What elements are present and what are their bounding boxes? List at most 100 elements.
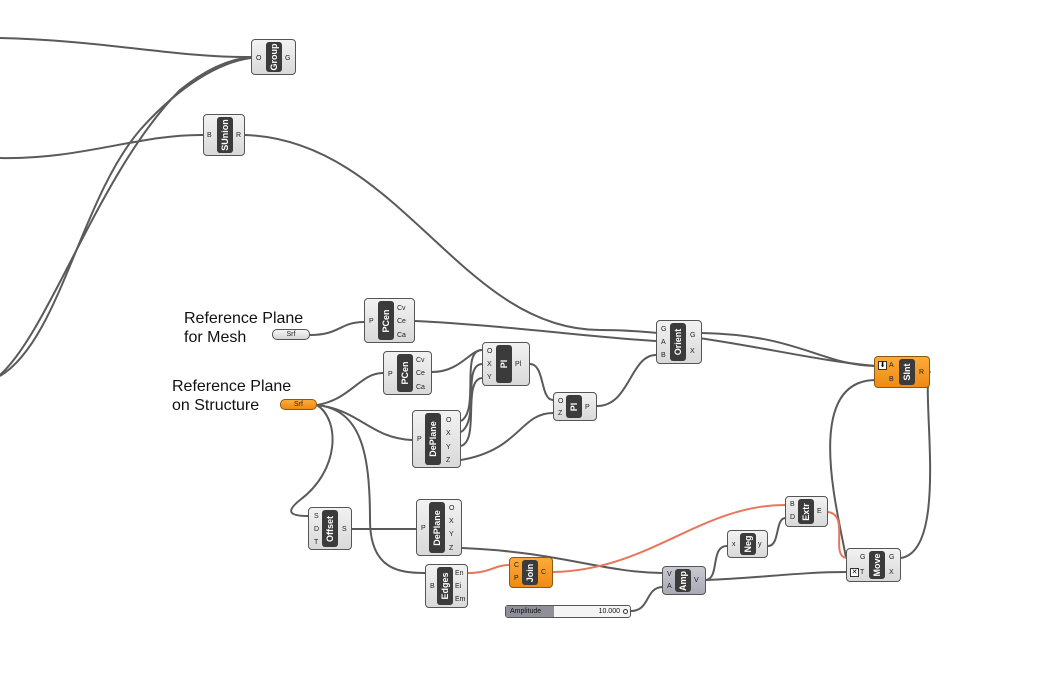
port-label: P (417, 436, 422, 443)
wire (244, 134, 877, 367)
amplitude-slider[interactable]: Amplitude 10.000 (505, 605, 631, 618)
join-component[interactable]: C P Join C (509, 557, 553, 588)
port-label: Y (446, 444, 451, 451)
pl-component-2[interactable]: O Z Pl P (553, 392, 597, 421)
label-reference-plane-mesh: Reference Plane (184, 310, 304, 327)
sint-component[interactable]: ⬇ A B SInt R (874, 356, 930, 388)
wire (316, 372, 384, 406)
component-name: DePlane (432, 509, 442, 546)
port-label: P (388, 371, 393, 378)
wire-selected (467, 564, 510, 574)
port-label: S (342, 526, 347, 533)
port-label: T (314, 539, 319, 546)
port-label: X (487, 361, 492, 368)
settings-icon[interactable]: ⬇ (878, 361, 887, 370)
port-label: T (860, 569, 865, 576)
port-label: Z (558, 410, 563, 417)
srf-param-structure[interactable]: Srf (280, 399, 317, 410)
component-name: Neg (743, 535, 753, 553)
port-label: D (790, 514, 796, 521)
port-label: Y (449, 531, 454, 538)
deplane-component-1[interactable]: P DePlane O X Y Z (412, 410, 461, 468)
component-core: Pl (496, 345, 512, 383)
port-label: Ce (416, 370, 425, 377)
port-label: R (236, 132, 242, 139)
orient-component[interactable]: G A B Orient G X (656, 320, 702, 364)
move-component[interactable]: G ✕ T Move G X (846, 548, 901, 582)
component-name: Join (525, 563, 535, 582)
amp-component[interactable]: V A Amp V (662, 566, 706, 595)
port-label: P (585, 404, 590, 411)
port-label: A (667, 583, 672, 590)
component-name: SUnion (220, 119, 230, 151)
sunion-component[interactable]: B SUnion R (203, 114, 245, 156)
port-label: x (732, 541, 736, 548)
neg-component[interactable]: x Neg y (727, 530, 768, 558)
slider-knob[interactable] (623, 609, 628, 614)
port-label: y (758, 541, 762, 548)
port-label: S (314, 513, 319, 520)
wire (431, 349, 483, 373)
port-label: B (889, 376, 894, 383)
port-label: X (446, 430, 451, 437)
port-label: G (889, 554, 895, 561)
component-core: Neg (740, 533, 756, 555)
label-on-structure: on Structure (172, 397, 260, 414)
wire (705, 545, 728, 581)
port-label: E (817, 508, 822, 515)
component-name: PCen (400, 361, 410, 385)
port-label: V (694, 577, 699, 584)
port-label: G (860, 554, 866, 561)
component-core: Extr (798, 499, 814, 524)
group-component[interactable]: O Group G (251, 39, 296, 75)
port-label: G (285, 55, 291, 62)
port-label: Z (446, 457, 451, 464)
edges-component[interactable]: B Edges En Ei Em (425, 564, 468, 608)
component-name: Group (269, 43, 279, 71)
component-name: Offset (325, 515, 335, 542)
wire (900, 370, 932, 559)
wire (316, 404, 413, 441)
port-label: X (889, 569, 894, 576)
offset-component[interactable]: S D T Offset S (308, 507, 352, 550)
port-label: O (446, 417, 452, 424)
wire (0, 57, 252, 377)
port-label: Ei (455, 583, 462, 590)
settings-icon[interactable]: ✕ (850, 568, 859, 577)
port-label: O (256, 55, 262, 62)
port-label: Pl (515, 361, 522, 368)
component-name: Move (872, 553, 882, 577)
pcen-component-1[interactable]: P PCen Cv Ce Ca (364, 298, 415, 343)
component-core: Group (266, 42, 282, 72)
component-core: SInt (899, 359, 915, 385)
component-name: DePlane (428, 421, 438, 457)
component-core: Join (522, 560, 538, 585)
label-reference-plane-structure: Reference Plane (172, 378, 292, 395)
wire (460, 412, 554, 461)
component-core: Offset (322, 510, 338, 547)
srf-param-mesh[interactable]: Srf (272, 329, 310, 340)
port-label: X (449, 518, 454, 525)
component-name: Pl (569, 402, 579, 411)
wire (316, 404, 426, 574)
wire (0, 56, 252, 376)
port-label: P (421, 525, 426, 532)
component-name: Orient (673, 328, 683, 356)
component-core: PCen (378, 301, 394, 340)
port-label: Ce (397, 318, 406, 325)
port-label: Em (455, 596, 466, 603)
port-label: D (314, 526, 320, 533)
extr-component[interactable]: B D Extr E (785, 496, 828, 527)
port-label: G (661, 326, 667, 333)
wire (767, 517, 786, 547)
pcen-component-2[interactable]: P PCen Cv Ce Ca (383, 351, 432, 395)
port-label: O (487, 348, 493, 355)
pl-component-1[interactable]: O X Y Pl Pl (482, 342, 530, 386)
wire (705, 571, 847, 581)
port-label: R (919, 369, 925, 376)
component-name: Extr (801, 502, 811, 521)
wire (829, 379, 877, 559)
component-core: Amp (675, 569, 691, 592)
label-for-mesh: for Mesh (184, 329, 247, 346)
deplane-component-2[interactable]: P DePlane O X Y Z (416, 499, 462, 556)
